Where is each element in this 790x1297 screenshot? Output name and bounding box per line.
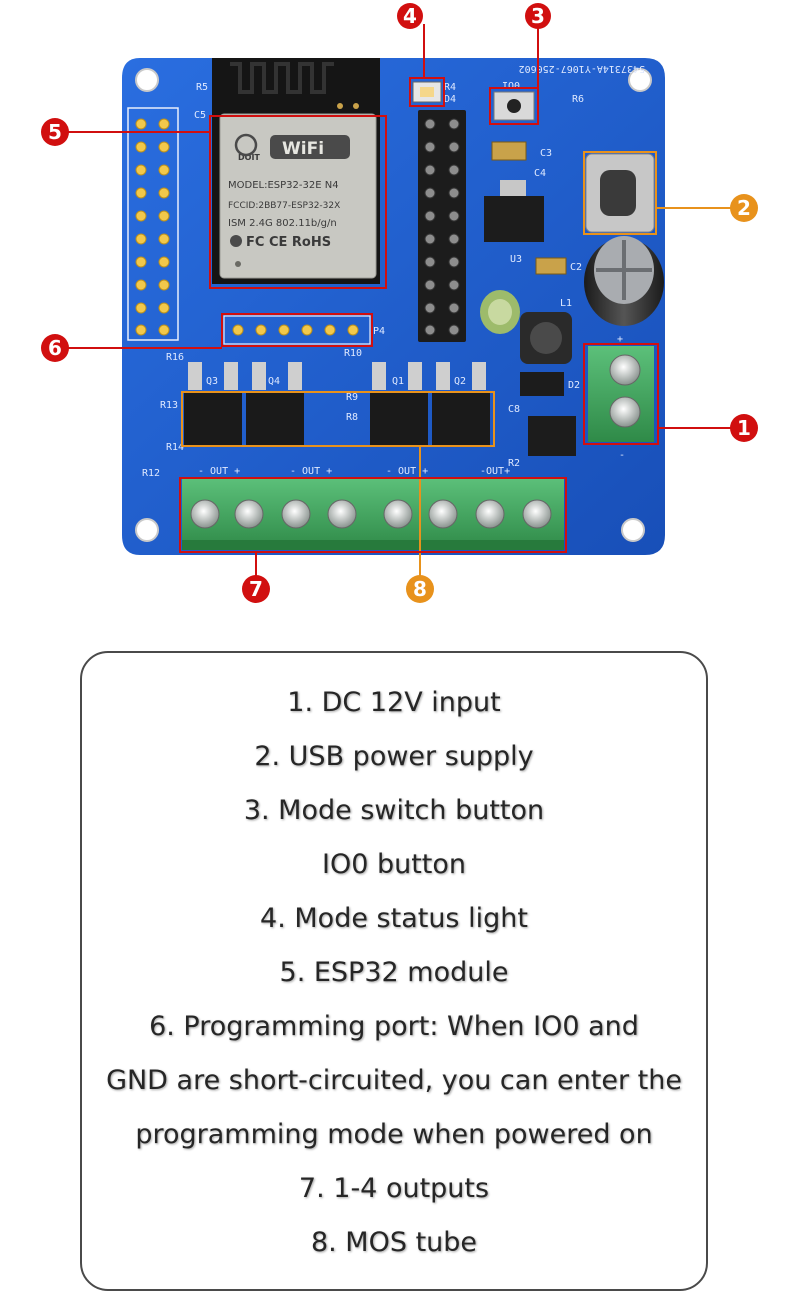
usb-c-port bbox=[585, 153, 655, 233]
status-led bbox=[412, 81, 442, 103]
esp32-module: DOIT WiFi MODEL:ESP32-32E N4 FCCID:2BB77… bbox=[212, 58, 380, 284]
output-terminals bbox=[182, 478, 564, 550]
module-model: MODEL:ESP32-32E N4 bbox=[228, 180, 339, 191]
legend-item-2: 2. USB power supply bbox=[254, 741, 534, 772]
mounting-holes bbox=[135, 68, 652, 542]
callout-number-4: 4 bbox=[403, 4, 417, 28]
serial-number: 5437314A-Y1067-250602 bbox=[519, 63, 645, 74]
callout-box-3 bbox=[489, 87, 539, 125]
silk-q3: Q3 bbox=[206, 376, 218, 387]
legend-item-5: 5. ESP32 module bbox=[279, 957, 509, 988]
dc-input-terminal: + - bbox=[588, 334, 654, 461]
p4-label: P4 bbox=[373, 326, 385, 337]
legend-item-1: 1. DC 12V input bbox=[287, 687, 501, 718]
legend-item-3b: IO0 button bbox=[321, 849, 467, 880]
silk-c8: C8 bbox=[508, 404, 520, 415]
module-wifi-label: WiFi bbox=[282, 139, 324, 159]
legend-item-6: 6. Programming port: When IO0 and bbox=[149, 1011, 639, 1042]
silk-r13: R13 bbox=[160, 400, 178, 411]
output-label-4: -OUT+ bbox=[480, 466, 510, 477]
callout-box-5 bbox=[209, 115, 387, 289]
silk-q2: Q2 bbox=[454, 376, 466, 387]
module-brand: DOIT bbox=[238, 153, 260, 162]
voltage-regulator bbox=[484, 180, 544, 242]
callout-box-4 bbox=[409, 77, 445, 107]
io0-button: IO0 bbox=[493, 81, 535, 121]
electrolytic-capacitor bbox=[584, 236, 664, 326]
silk-r16: R16 bbox=[166, 352, 184, 363]
silk-r4: R4 bbox=[444, 82, 456, 93]
programming-header: P4 bbox=[223, 315, 385, 345]
callout-badge-5: 5 bbox=[41, 118, 69, 146]
silk-c5: C5 bbox=[194, 110, 206, 121]
callout-box-7 bbox=[179, 477, 567, 553]
silk-r6: R6 bbox=[572, 94, 584, 105]
callout-number-8: 8 bbox=[413, 577, 427, 601]
callout-box-1 bbox=[583, 343, 659, 445]
capacitor-c2 bbox=[535, 257, 567, 275]
silk-r12: R12 bbox=[142, 468, 160, 479]
legend-item-4: 4. Mode status light bbox=[260, 903, 528, 934]
silk-r2: R2 bbox=[508, 458, 520, 469]
callout-badge-8: 8 bbox=[406, 575, 434, 603]
silk-d2: D2 bbox=[568, 380, 580, 391]
silk-r14: R14 bbox=[166, 442, 184, 453]
callout-number-6: 6 bbox=[48, 336, 62, 360]
legend-item-3: 3. Mode switch button bbox=[243, 795, 545, 826]
callout-number-1: 1 bbox=[737, 416, 751, 440]
output-label-1: - OUT + bbox=[198, 466, 240, 477]
callout-number-2: 2 bbox=[737, 196, 751, 220]
module-fccid: FCCID:2BB77-ESP32-32X bbox=[228, 201, 340, 211]
bluetooth-icon bbox=[230, 235, 242, 247]
legend-item-6c: programming mode when powered on bbox=[135, 1119, 653, 1150]
silkscreen-labels: C5 R5 D4 R4 R6 C3 C4 U3 C2 L1 R10 R16 R1… bbox=[142, 82, 584, 479]
callout-box-2 bbox=[583, 151, 657, 235]
diode-d2 bbox=[520, 372, 564, 396]
doit-logo-icon bbox=[234, 133, 258, 157]
legend-item-6b: GND are short-circuited, you can enter t… bbox=[106, 1065, 682, 1096]
capacitor-c3 bbox=[491, 141, 527, 161]
callout-badge-2: 2 bbox=[730, 194, 758, 222]
callout-badge-7: 7 bbox=[242, 575, 270, 603]
legend-item-8: 8. MOS tube bbox=[310, 1227, 478, 1258]
silk-d4: D4 bbox=[444, 94, 456, 105]
callout-number-7: 7 bbox=[249, 577, 263, 601]
board-photo: 5437314A-Y1067-250602 bbox=[41, 3, 758, 603]
silk-c2: C2 bbox=[570, 262, 582, 273]
silk-l1: L1 bbox=[560, 298, 572, 309]
driver-chip bbox=[528, 416, 576, 456]
module-certs: FC CE RoHS bbox=[246, 235, 331, 250]
output-label-2: - OUT + bbox=[290, 466, 332, 477]
silk-r5: R5 bbox=[196, 82, 208, 93]
left-pin-header bbox=[127, 107, 179, 341]
callout-badge-3: 3 bbox=[525, 3, 551, 29]
io0-label: IO0 bbox=[502, 81, 520, 92]
callout-number-3: 3 bbox=[531, 4, 545, 28]
legend-item-7: 7. 1-4 outputs bbox=[298, 1173, 490, 1204]
callout-box-8 bbox=[181, 391, 495, 447]
minus-label: - bbox=[619, 450, 625, 461]
right-pin-header bbox=[418, 110, 466, 342]
callout-number-5: 5 bbox=[48, 120, 62, 144]
silk-q1: Q1 bbox=[392, 376, 404, 387]
silk-r9: R9 bbox=[346, 392, 358, 403]
silk-u3: U3 bbox=[510, 254, 522, 265]
callout-box-6 bbox=[221, 313, 373, 347]
inductor-l1 bbox=[520, 312, 572, 364]
mosfets bbox=[184, 362, 490, 446]
silk-q4: Q4 bbox=[268, 376, 280, 387]
silk-r8: R8 bbox=[346, 412, 358, 423]
callout-badge-1: 1 bbox=[730, 414, 758, 442]
plus-label: + bbox=[617, 334, 623, 345]
small-cap bbox=[480, 290, 520, 334]
silk-r10: R10 bbox=[344, 348, 362, 359]
callout-badge-4: 4 bbox=[397, 3, 423, 29]
output-label-3: - OUT + bbox=[386, 466, 428, 477]
legend-box: 1. DC 12V input 2. USB power supply 3. M… bbox=[80, 651, 708, 1291]
callout-overlays bbox=[66, 24, 734, 578]
silk-c4: C4 bbox=[534, 168, 546, 179]
callout-badge-6: 6 bbox=[41, 334, 69, 362]
silk-c3: C3 bbox=[540, 148, 552, 159]
module-ism: ISM 2.4G 802.11b/g/n bbox=[228, 218, 337, 229]
